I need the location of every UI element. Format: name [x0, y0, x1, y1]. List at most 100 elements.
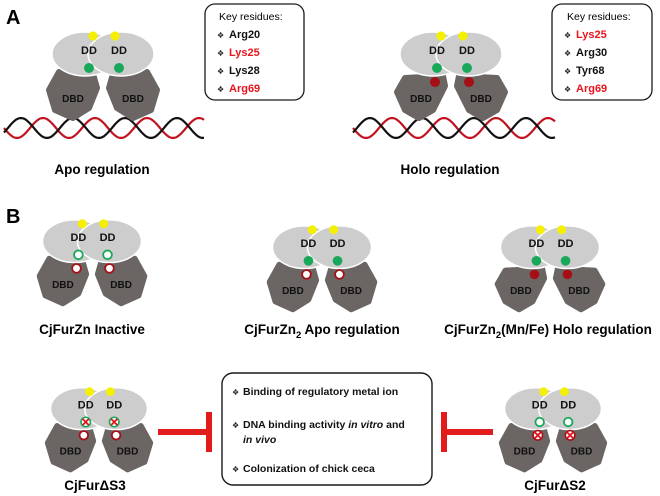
dd-label: DD — [111, 45, 127, 57]
caption-cjfurzn2-holo: CjFurZn2(Mn/Fe) Holo regulation — [444, 322, 652, 341]
structural-zinc-site — [539, 387, 548, 396]
site-s3-filled — [430, 77, 440, 87]
dd-label: DD — [558, 238, 574, 250]
site-s2-mutated — [80, 416, 92, 428]
bullet-icon: ❖ — [564, 31, 571, 40]
dbd-label: DBD — [122, 94, 144, 105]
site-s3-empty — [110, 430, 122, 441]
dd-label: DD — [81, 45, 97, 57]
dbd-label: DBD — [282, 286, 304, 297]
site-s2-filled — [114, 63, 124, 73]
site-s2-filled — [531, 255, 542, 266]
dbd-domain-left — [106, 69, 160, 121]
bullet-icon: ❖ — [217, 67, 224, 76]
dbd-label: DBD — [52, 280, 74, 291]
structural-zinc-site — [110, 31, 120, 41]
caption-cjfurzn-inactive: CjFurZn Inactive — [39, 322, 145, 337]
site-s3-filled — [529, 269, 540, 280]
dd-domain-right — [306, 225, 373, 270]
bullet-icon: ❖ — [217, 49, 224, 58]
bullet-icon: ❖ — [564, 67, 571, 76]
dd-domain-right — [435, 31, 503, 77]
site-s3-empty — [334, 269, 345, 280]
site-s3-filled — [464, 77, 474, 87]
site-s2-filled — [462, 63, 472, 73]
site-s3-empty — [301, 269, 312, 280]
dd-label: DD — [560, 400, 576, 412]
caption-holo-regulation: Holo regulation — [401, 162, 500, 177]
caption-cjfurzn2-apo: CjFurZn2 Apo regulation — [244, 322, 400, 341]
site-s2-empty — [534, 416, 545, 428]
dbd-label: DBD — [62, 94, 84, 105]
residue-item: Arg30 — [576, 47, 607, 59]
site-s2-empty — [102, 249, 113, 261]
dd-label: DD — [532, 400, 548, 412]
dd-domain-right — [84, 387, 149, 431]
dna-helix-holo — [352, 117, 556, 139]
key-residues-title-holo: Key residues: — [567, 11, 631, 23]
bullet-icon: ❖ — [232, 388, 239, 397]
dd-domain-right — [538, 387, 603, 431]
dd-label: DD — [100, 232, 116, 244]
dd-domain-right — [534, 225, 601, 270]
structural-zinc-site — [88, 31, 98, 41]
phenotype-item: Binding of regulatory metal ion — [243, 386, 398, 398]
structural-zinc-site — [458, 31, 468, 41]
site-s2-filled — [332, 255, 343, 266]
dd-domain-right — [87, 31, 155, 77]
residue-item: Arg69 — [229, 83, 260, 95]
inhibition-symbol-right — [441, 412, 493, 452]
caption-cjfur-delta-s2: CjFurΔS2 — [524, 478, 585, 493]
structural-zinc-site — [535, 225, 545, 235]
site-s3-empty — [71, 263, 82, 274]
structural-zinc-site — [99, 219, 109, 229]
structural-zinc-site — [436, 31, 446, 41]
panel-a-letter: A — [6, 7, 20, 29]
residue-item: Arg69 — [576, 83, 607, 95]
dd-label: DD — [300, 238, 316, 250]
residue-item: Lys25 — [229, 47, 260, 59]
structural-zinc-site — [560, 387, 569, 396]
dna-strand-red — [352, 117, 556, 139]
site-s2-filled — [84, 63, 94, 73]
bullet-icon: ❖ — [232, 465, 239, 474]
dd-label: DD — [78, 400, 94, 412]
caption-apo-regulation: Apo regulation — [54, 162, 149, 177]
bullet-icon: ❖ — [564, 49, 571, 58]
structural-zinc-site — [106, 387, 115, 396]
residue-item: Lys25 — [576, 29, 607, 41]
dbd-label: DBD — [340, 286, 362, 297]
site-s2-mutated — [108, 416, 120, 428]
key-residues-box-apo: Key residues: ❖Arg20❖Lys25❖Lys28❖Arg69 — [204, 3, 305, 101]
dbd-label: DBD — [571, 446, 593, 457]
inhibition-symbol-left — [158, 412, 212, 452]
caption-cjfur-delta-s3: CjFurΔS3 — [64, 478, 126, 493]
structural-zinc-site — [77, 219, 87, 229]
structural-zinc-site — [557, 225, 567, 235]
residue-item: Lys28 — [229, 65, 260, 77]
site-s2-filled — [303, 255, 314, 266]
structural-zinc-site — [85, 387, 94, 396]
dbd-label: DBD — [60, 446, 82, 457]
key-residues-box-holo: Key residues: ❖Lys25❖Arg30❖Tyr68❖Arg69 — [551, 3, 653, 101]
dbd-label: DBD — [510, 286, 532, 297]
site-s3-filled — [562, 269, 573, 280]
fur-dimer-delta-s3: DBD DBD DD DD — [44, 387, 154, 473]
dbd-domain-right — [46, 69, 100, 121]
dna-helix-apo — [3, 117, 205, 139]
dna-strand-red — [3, 117, 205, 139]
phenotype-item: DNA binding activity in vitro and — [243, 419, 405, 431]
fur-dimer-apo: DBD DBD DD DD — [46, 31, 160, 121]
dd-label: DD — [330, 238, 346, 250]
residue-item: Tyr68 — [576, 65, 605, 77]
site-s2-filled — [432, 63, 442, 73]
dd-label: DD — [106, 400, 122, 412]
phenotype-item: in vivo — [243, 434, 277, 446]
dbd-label: DBD — [110, 280, 132, 291]
dbd-label: DBD — [117, 446, 139, 457]
dbd-label: DBD — [410, 94, 432, 105]
